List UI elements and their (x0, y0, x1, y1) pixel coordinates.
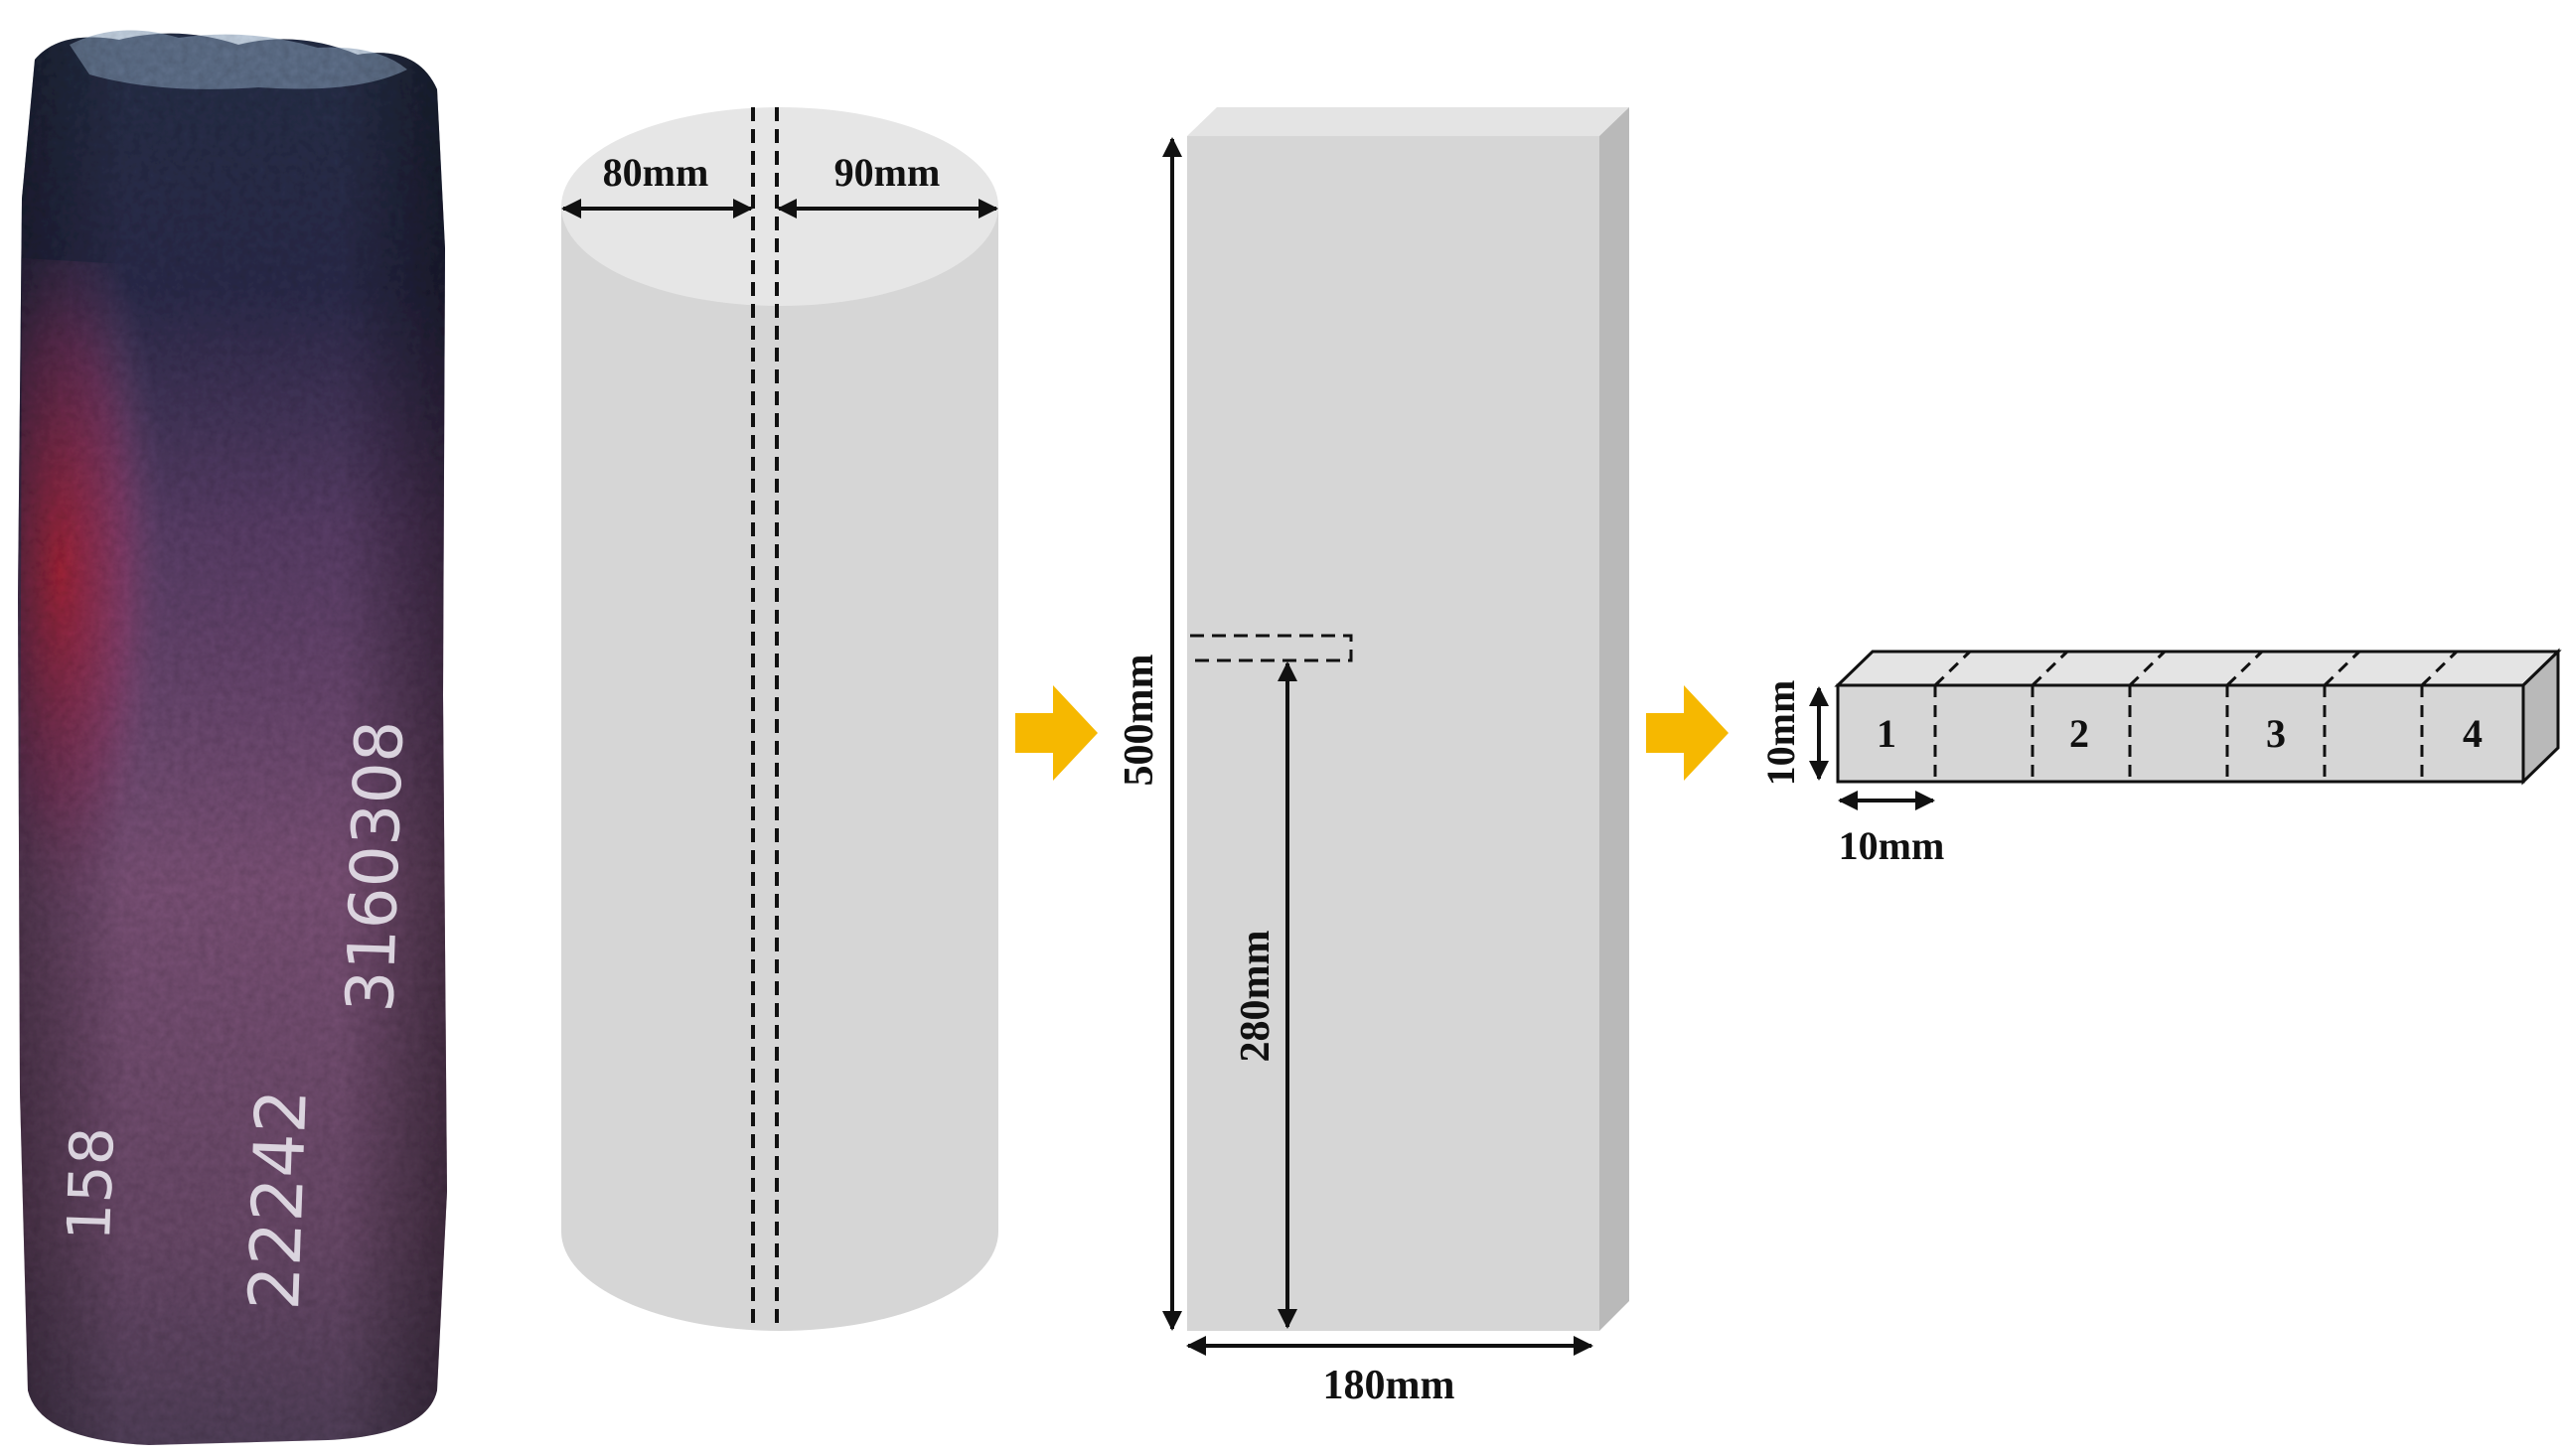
sample-number-2: 2 (2069, 711, 2089, 756)
sample-number-3: 3 (2266, 711, 2286, 756)
top-cut-line-3 (2128, 650, 2167, 687)
slab-front-face (1187, 136, 1599, 1331)
ingot-marking-1: 3160308 (332, 719, 418, 1013)
ingot-photo (18, 30, 447, 1446)
top-cut-line-6 (2420, 650, 2459, 687)
bar-cut-lines (1933, 650, 2459, 782)
ingot-markings: 3160308 22242 158 (55, 719, 418, 1311)
sample-number-1: 1 (1877, 711, 1896, 756)
top-cut-line-5 (2323, 650, 2361, 687)
label-280mm: 280mm (1233, 931, 1279, 1063)
process-arrow-1 (1015, 685, 1098, 781)
label-bar-width: 10mm (1839, 823, 1945, 868)
label-90mm: 90mm (834, 150, 941, 195)
label-500mm: 500mm (1117, 655, 1162, 787)
bar-front-face (1836, 683, 2525, 784)
ingot-marking-3: 158 (55, 1126, 128, 1242)
top-cut-line-1 (1933, 650, 1972, 687)
label-bar-height: 10mm (1758, 680, 1803, 787)
slab-top-face (1187, 107, 1629, 136)
top-cut-line-4 (2225, 650, 2264, 687)
slab-diagram: 500mm 280mm 180mm (1117, 107, 1629, 1408)
label-80mm: 80mm (603, 150, 709, 195)
ingot-top-rim (70, 30, 407, 89)
top-cut-line-2 (2031, 650, 2069, 687)
bar-diagram: 1 2 3 4 10mm 10mm (1758, 648, 2562, 868)
slab-side-face (1599, 107, 1629, 1331)
cylinder-body (561, 207, 998, 1331)
sample-location-box (1190, 634, 1353, 662)
label-180mm: 180mm (1323, 1363, 1455, 1408)
process-arrow-2 (1646, 685, 1729, 781)
ingot-marking-2: 22242 (233, 1088, 323, 1311)
ingot-shading (18, 33, 447, 1446)
sample-number-4: 4 (2463, 711, 2483, 756)
cylinder-diagram: 80mm 90mm (561, 107, 998, 1331)
